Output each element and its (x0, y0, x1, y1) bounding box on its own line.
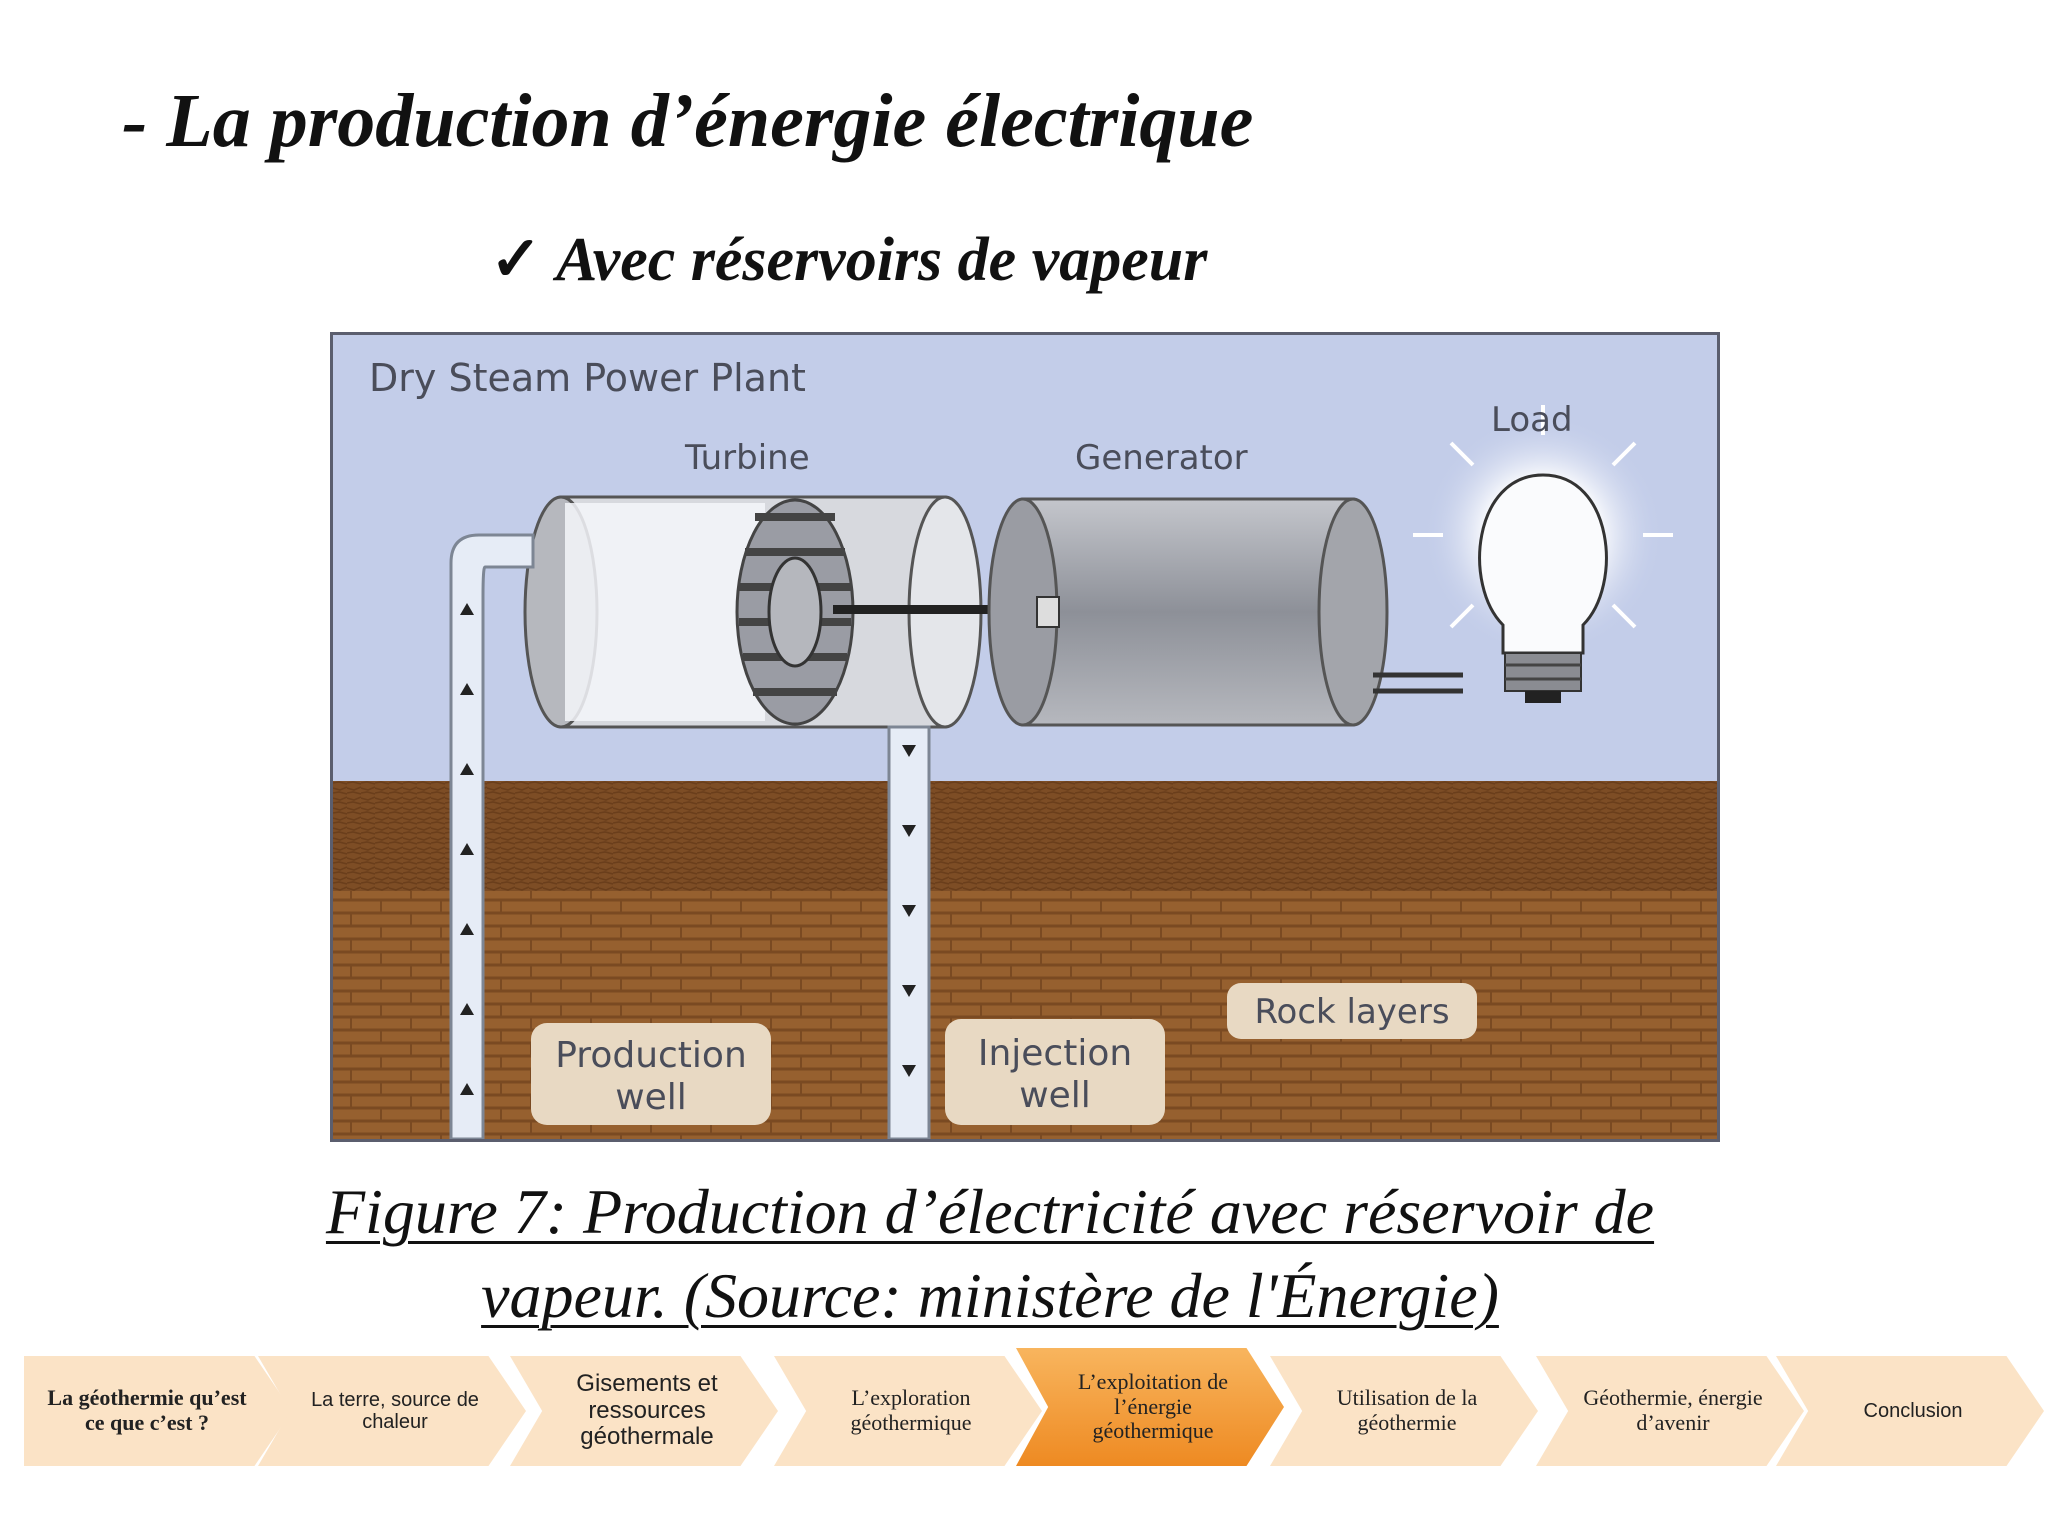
nav-step-conclusion[interactable]: Conclusion (1776, 1356, 2044, 1466)
subtitle-text: Avec réservoirs de vapeur (555, 226, 1208, 294)
label-injection-well: Injection well (945, 1019, 1165, 1125)
nav-step-terre[interactable]: La terre, source de chaleur (258, 1356, 526, 1466)
nav-step-gisements[interactable]: Gisements et ressources géothermale (510, 1356, 778, 1466)
nav-step-label: Gisements et ressources géothermale (576, 1369, 718, 1451)
nav-step-label: L’exploration géothermique (850, 1385, 972, 1435)
injection-well-pipe (887, 725, 931, 1139)
production-well-line1: Production (555, 1035, 747, 1076)
slide-title: - La production d’énergie électrique (122, 79, 1254, 163)
label-rock-layers: Rock layers (1227, 983, 1477, 1039)
section-navigation: La géothermie qu’est ce que c’est ? La t… (0, 1348, 2048, 1476)
label-generator: Generator (1075, 438, 1248, 478)
nav-step-label: La terre, source de chaleur (311, 1388, 479, 1433)
nav-step-utilisation[interactable]: Utilisation de la géothermie (1270, 1356, 1538, 1466)
nav-step-exploitation[interactable]: L’exploitation de l’énergie géothermique (1016, 1348, 1284, 1466)
nav-step-label: Utilisation de la géothermie (1336, 1385, 1478, 1435)
nav-step-label: L’exploitation de l’énergie géothermique (1077, 1369, 1229, 1444)
label-turbine: Turbine (684, 438, 810, 478)
turbine (523, 495, 1033, 729)
nav-step-avenir[interactable]: Géothermie, énergie d’avenir (1536, 1356, 1804, 1466)
nav-step-label: Géothermie, énergie d’avenir (1583, 1385, 1763, 1435)
label-production-well: Production well (531, 1023, 771, 1125)
soil-layer (333, 781, 1717, 891)
production-well-pipe (449, 533, 535, 1139)
nav-step-exploration[interactable]: L’exploration géothermique (774, 1356, 1042, 1466)
downward-flow-arrows (902, 745, 916, 1077)
generator (987, 497, 1389, 727)
production-well-line2: well (615, 1077, 687, 1118)
nav-step-label: Conclusion (1863, 1399, 1963, 1422)
label-load: Load (1491, 400, 1573, 440)
diagram-title: Dry Steam Power Plant (369, 356, 806, 400)
caption-line-2: vapeur. (Source: ministère de l'Énergie) (481, 1260, 1499, 1331)
dry-steam-diagram: Dry Steam Power Plant (330, 332, 1720, 1142)
load-wire (1373, 672, 1463, 694)
nav-step-geothermie[interactable]: La géothermie qu’est ce que c’est ? (24, 1356, 292, 1466)
light-bulb-icon (1413, 405, 1673, 703)
upward-flow-arrows (460, 603, 474, 1095)
injection-well-line2: well (1019, 1075, 1091, 1116)
injection-well-line1: Injection (978, 1033, 1132, 1074)
caption-line-1: Figure 7: Production d’électricité avec … (325, 1176, 1655, 1247)
turbine-shaft (833, 605, 1033, 614)
slide-subtitle: ✓Avec réservoirs de vapeur (490, 222, 1207, 296)
turbine-rotor-icon (735, 498, 855, 726)
figure-caption: Figure 7: Production d’électricité avec … (180, 1170, 1800, 1338)
nav-step-label: La géothermie qu’est ce que c’est ? (47, 1385, 247, 1435)
rock-layers-text: Rock layers (1254, 992, 1449, 1032)
checkmark-icon: ✓ (490, 226, 542, 294)
